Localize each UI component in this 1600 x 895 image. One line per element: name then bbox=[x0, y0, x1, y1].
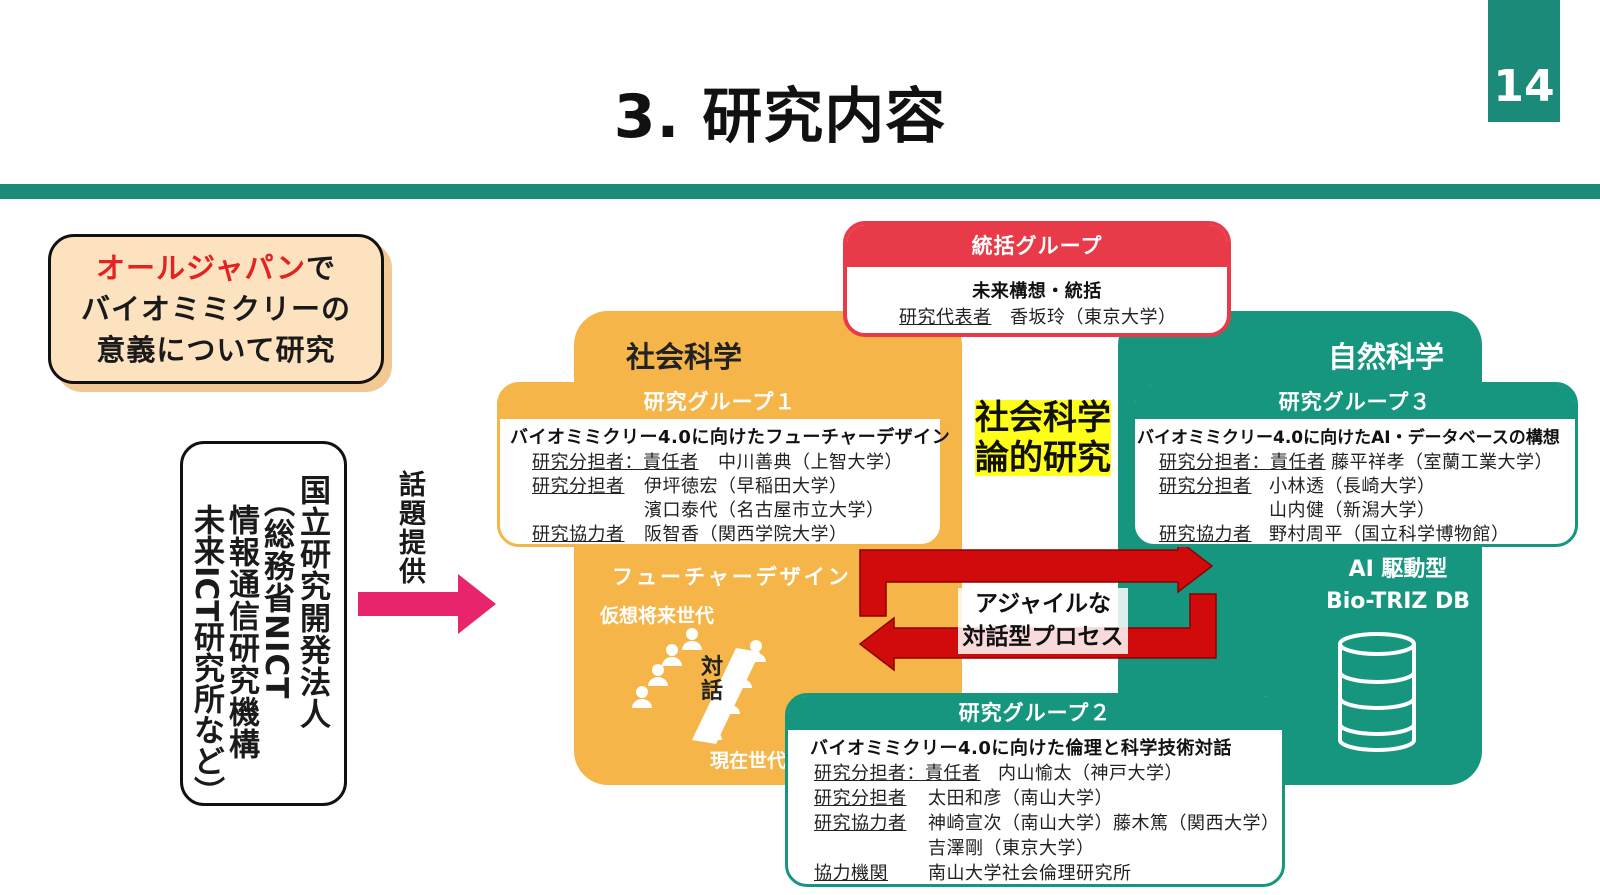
dialogue-label-1: 対 bbox=[701, 655, 723, 680]
group-3-person-1: 藤平祥孝（室蘭工業大学） bbox=[1331, 452, 1553, 473]
group-2-person-5: 南山大学社会倫理研究所 bbox=[928, 863, 1132, 884]
all-japan-suffix: で bbox=[306, 250, 337, 285]
group-1-person-3: 濱口泰代（名古屋市立大学） bbox=[644, 500, 885, 521]
group-2-role-3: 研究協力者 bbox=[814, 813, 907, 834]
group-1-person-2: 伊坪徳宏（早稲田大学） bbox=[644, 476, 848, 497]
group-2-role-5: 協力機関 bbox=[814, 863, 888, 884]
social-science-theory-label: 社会科学 論的研究 bbox=[975, 398, 1111, 478]
group-1-person-1: 中川善典（上智大学） bbox=[718, 452, 903, 473]
topic-provision-label: 話題提供 bbox=[394, 470, 425, 586]
page-number-badge: 14 bbox=[1488, 0, 1560, 122]
group-3-role-4: 研究協力者 bbox=[1159, 524, 1252, 545]
all-japan-highlight: オールジャパン bbox=[95, 250, 306, 285]
group-1-role-4: 研究協力者 bbox=[532, 524, 625, 545]
ai-label-line-2: Bio-TRIZ DB bbox=[1325, 589, 1471, 614]
research-group-2-box: 研究グループ２ バイオミミクリー4.0に向けた倫理と科学技術対話 研究分担者：責… bbox=[785, 693, 1285, 887]
organization-box bbox=[180, 441, 347, 806]
control-group-title: 統括グループ bbox=[847, 225, 1227, 267]
topic-arrow bbox=[358, 574, 496, 634]
representative-role: 研究代表者 bbox=[899, 307, 992, 328]
dialogue-label-2: 話 bbox=[701, 678, 723, 704]
representative-person: 香坂玲（東京大学） bbox=[1010, 307, 1177, 328]
page-title: 3. 研究内容 bbox=[613, 82, 947, 152]
current-generation-label: 現在世代 bbox=[710, 750, 787, 772]
agile-line-1: アジャイルな bbox=[975, 591, 1111, 617]
group-3-title: 研究グループ３ bbox=[1135, 385, 1575, 419]
future-design-label: フューチャーデザイン bbox=[612, 565, 852, 589]
org-line-1: 国立研究開発法人 bbox=[294, 474, 330, 730]
research-group-1-box: 研究グループ１ バイオミミクリー4.0に向けたフューチャーデザイン 研究分担者：… bbox=[497, 382, 950, 547]
group-2-person-2: 太田和彦（南山大学） bbox=[928, 788, 1113, 809]
virtual-future-generation-label: 仮想将来世代 bbox=[600, 605, 715, 627]
group-1-role-2: 研究分担者 bbox=[532, 476, 625, 497]
social-science-theory-highlight bbox=[975, 400, 1111, 476]
dialogue-illustration: 対 話 bbox=[632, 628, 766, 744]
group-3-person-4: 野村周平（国立科学博物館） bbox=[1269, 524, 1510, 545]
highlight-line-2: 論的研究 bbox=[975, 438, 1111, 478]
control-group-representative: 研究代表者 香坂玲（東京大学） bbox=[899, 303, 1177, 329]
group-2-person-1: 内山愉太（神戸大学） bbox=[998, 763, 1183, 784]
group-3-role-2: 研究分担者 bbox=[1159, 476, 1252, 497]
group-3-theme: バイオミミクリー4.0に向けたAI・データベースの構想 bbox=[1137, 428, 1560, 448]
group-1-theme: バイオミミクリー4.0に向けたフューチャーデザイン bbox=[510, 427, 951, 448]
header-divider bbox=[0, 184, 1600, 199]
people-icons bbox=[632, 628, 766, 740]
group-3-role-1: 研究分担者：責任者 bbox=[1159, 452, 1326, 473]
group-2-theme: バイオミミクリー4.0に向けた倫理と科学技術対話 bbox=[810, 738, 1232, 759]
control-group-subtitle: 未来構想・統括 bbox=[972, 281, 1102, 302]
all-japan-box: オールジャパンで バイオミミクリーの 意義について研究 bbox=[48, 234, 384, 384]
group-2-role-1: 研究分担者：責任者 bbox=[814, 763, 981, 784]
org-line-3: 情報通信研究機構 bbox=[223, 504, 259, 760]
control-group-box: 統括グループ 未来構想・統括 研究代表者 香坂玲（東京大学） bbox=[843, 221, 1231, 337]
all-japan-line-3: 意義について研究 bbox=[96, 332, 336, 367]
arrow-right-icon bbox=[859, 538, 1214, 617]
group-2-person-4: 吉澤剛（東京大学） bbox=[928, 838, 1095, 859]
group-2-person-3: 神崎宣次（南山大学）藤木篤（関西大学） bbox=[928, 813, 1280, 834]
group-2-title: 研究グループ２ bbox=[788, 696, 1282, 730]
ai-label-line-1: AI 駆動型 bbox=[1348, 557, 1448, 582]
natural-science-title: 自然科学 bbox=[1328, 340, 1445, 374]
group-1-role-1: 研究分担者：責任者 bbox=[532, 452, 699, 473]
org-line-2: （総務省NICT bbox=[258, 486, 294, 700]
social-science-title: 社会科学 bbox=[626, 340, 743, 374]
all-japan-line-1: オールジャパンで bbox=[96, 248, 336, 289]
agile-process-label: アジャイルな 対話型プロセス bbox=[958, 588, 1128, 654]
group-2-role-2: 研究分担者 bbox=[814, 788, 907, 809]
agile-line-2: 対話型プロセス bbox=[962, 624, 1124, 650]
org-line-4: 未来ICT研究所など） bbox=[188, 504, 224, 808]
group-3-person-3: 山内健（新潟大学） bbox=[1269, 500, 1436, 521]
database-icon bbox=[1338, 632, 1416, 752]
ai-driven-db-label: AI 駆動型 Bio-TRIZ DB bbox=[1318, 554, 1478, 618]
group-1-title: 研究グループ１ bbox=[500, 385, 940, 419]
highlight-line-1: 社会科学 bbox=[975, 398, 1111, 438]
research-group-3-box: 研究グループ３ バイオミミクリー4.0に向けたAI・データベースの構想 研究分担… bbox=[1132, 382, 1578, 547]
group-1-person-4: 阪智香（関西学院大学） bbox=[644, 524, 848, 545]
group-3-person-2: 小林透（長崎大学） bbox=[1269, 476, 1436, 497]
all-japan-line-2: バイオミミクリーの bbox=[80, 291, 351, 326]
